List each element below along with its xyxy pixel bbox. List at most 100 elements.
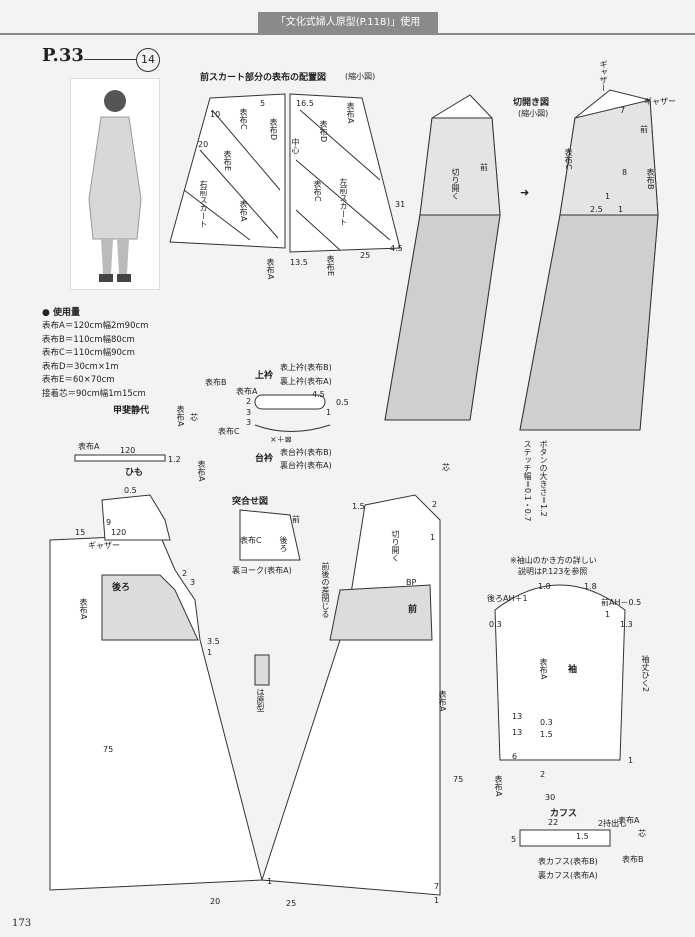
front-closure: 前後の差閉じる: [321, 562, 330, 618]
skirt-label: 表布A: [239, 200, 248, 222]
model-silhouette: [88, 90, 142, 282]
back-note: は原型: [256, 688, 265, 712]
skirt-layout-right: [169, 93, 286, 249]
dim: 1: [207, 648, 213, 657]
cuff-fabric-a: 表布A: [618, 816, 640, 825]
dim: 0.5: [336, 398, 349, 407]
back-name: 後ろ: [112, 583, 131, 593]
dim: 3: [246, 418, 252, 427]
dim: 15: [75, 528, 86, 537]
dim: 1.5: [352, 502, 365, 511]
collar-side-label: 表布A: [236, 387, 258, 396]
gather-label: ギャザー: [644, 97, 676, 106]
cuff-core: 芯: [638, 829, 646, 838]
dim: 75: [453, 775, 464, 784]
material-item: 表布A＝120cm幅2m90cm: [42, 321, 149, 331]
sleeve-back-ah: 後ろAH＋1: [487, 594, 528, 603]
sleeve-fabric-2: 表布A: [494, 775, 503, 797]
dim: 7: [434, 882, 440, 891]
dim: 2: [432, 500, 438, 509]
open-fabric-label: 表布B: [646, 168, 655, 190]
dim: 1.3: [620, 620, 633, 629]
dim: 1.5: [540, 730, 553, 739]
material-item: 表布B＝110cm幅80cm: [42, 334, 135, 345]
dim: 3: [190, 578, 196, 587]
skirt-label: 表布E: [326, 255, 335, 277]
yoke-fabric: 表布C: [240, 536, 262, 545]
skirt-label: 表布A: [346, 102, 355, 124]
dim: 0.3: [540, 718, 553, 727]
stand-collar-inner: 裏台衿(表布A): [280, 461, 332, 470]
skirt-label: 表布D: [319, 120, 328, 143]
dim: 120: [111, 528, 127, 537]
button-size-note: ボタンの大きさ＝1.2: [539, 440, 548, 517]
dim: 9: [106, 518, 112, 527]
yoke-front: 前: [292, 515, 300, 524]
page-number: 173: [12, 918, 32, 929]
yoke-back: 後ろ: [279, 536, 288, 552]
arrow-right-icon: ➜: [520, 186, 530, 199]
sleeve-outline: [494, 584, 626, 761]
dim: 13: [512, 712, 523, 721]
sleeve-fabric: 表布A: [539, 658, 548, 680]
dim: 22: [548, 818, 559, 827]
front-fabric: 表布A: [438, 690, 447, 712]
dim: 1: [618, 205, 624, 214]
open-view-title: 切開き図: [513, 98, 550, 108]
dim: 7: [620, 106, 626, 115]
skirt-layout-title: 前スカート部分の表布の配置図: [200, 73, 327, 83]
front-name: 前: [408, 605, 418, 615]
page-ref-rule: [84, 59, 136, 60]
tie-fabric: 表布A: [78, 442, 100, 451]
skirt-label: 表布E: [223, 150, 232, 172]
collar-side-label: 表布B: [205, 378, 227, 387]
cuff-outline: [519, 829, 611, 847]
dim: 13.5: [290, 258, 308, 267]
skirt-label: 左前スカート: [339, 178, 348, 226]
sleeve-note-1: ※袖山のかき方の詳しい: [510, 556, 597, 565]
cuff-outer: 表カフス(表布B): [538, 857, 598, 866]
front-cut: 切り開く: [391, 530, 400, 562]
front-label: 前: [480, 163, 488, 172]
skirt-layout-left: [289, 93, 401, 253]
dim: 0.5: [124, 486, 137, 495]
skirt-label: 表布D: [269, 118, 278, 141]
tie-width: 1.2: [168, 455, 181, 464]
skirt-label: 中心: [291, 138, 300, 154]
dim: 4.5: [390, 244, 403, 253]
top-collar-inner: 裏上衿(表布A): [280, 377, 332, 386]
open-front-label: 前: [640, 125, 648, 134]
model-photo: [70, 78, 160, 290]
dim: 2: [246, 397, 252, 406]
materials-title: ● 使用量: [42, 308, 80, 318]
dim: 2: [182, 569, 188, 578]
dim: 1.5: [576, 832, 589, 841]
back-fabric: 表布A: [79, 598, 88, 620]
gather-label: ギャザー: [599, 60, 608, 92]
front-core: 芯: [442, 463, 450, 472]
top-collar-outer: 表上衿(表布B): [280, 363, 332, 372]
skirt-label: 表布C: [313, 180, 322, 202]
top-collar-title: 上衿: [255, 371, 274, 381]
tie-outline: [74, 454, 166, 462]
dim: 2: [540, 770, 546, 779]
dim: 0.3: [489, 620, 502, 629]
dim: 1: [267, 877, 273, 886]
cuff-title: カフス: [550, 809, 578, 819]
dim: 16.5: [296, 99, 314, 108]
dim: 1: [326, 408, 332, 417]
collar-core-label: 芯: [190, 413, 198, 422]
cuff-fabric-b: 表布B: [622, 855, 644, 864]
page-header-title: 「文化式婦人原型(P.118)」使用: [258, 12, 438, 34]
yoke-title: 突合せ図: [232, 497, 269, 507]
dim: 1.8: [584, 582, 597, 591]
dim: 1: [628, 756, 634, 765]
dim: 1: [605, 192, 611, 201]
skirt-label: 右前スカート: [199, 180, 208, 228]
open-view-note: (縮小図): [518, 109, 549, 118]
dim: 4.5: [312, 390, 325, 399]
material-item: 表布E＝60×70cm: [42, 375, 115, 385]
dim: 1: [605, 610, 611, 619]
skirt-label: 表布C: [239, 108, 248, 130]
